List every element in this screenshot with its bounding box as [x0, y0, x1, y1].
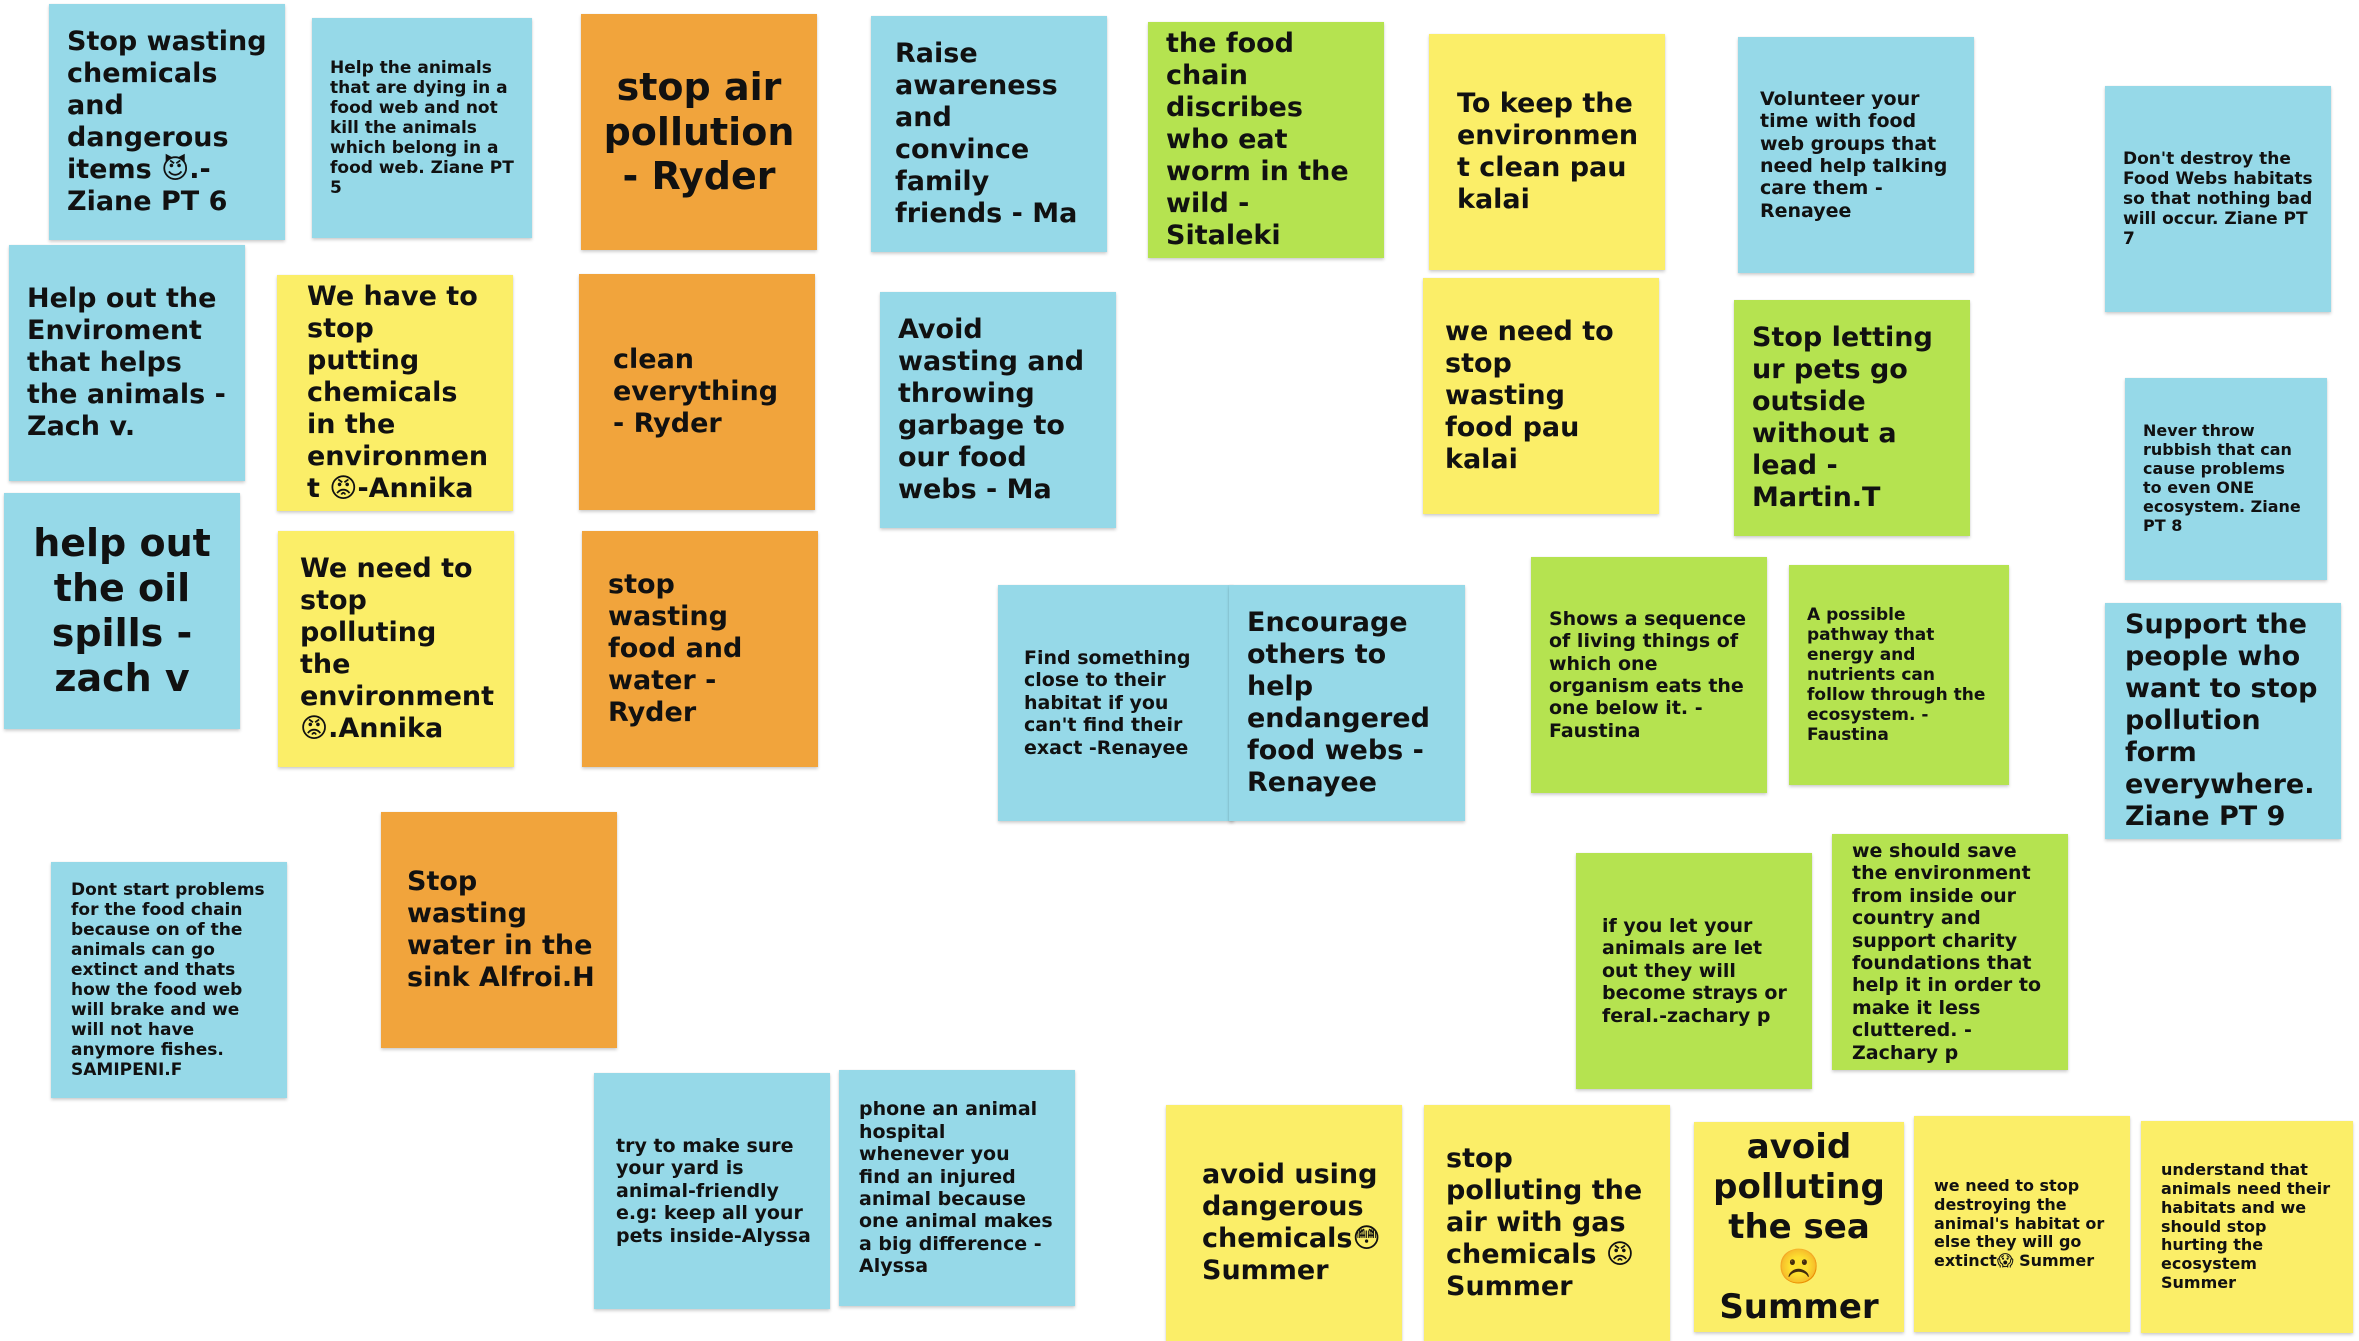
- sticky-note[interactable]: understand that animals need their habit…: [2141, 1121, 2353, 1333]
- sticky-note[interactable]: Raise awareness and convince family frie…: [871, 16, 1107, 252]
- sticky-note[interactable]: Shows a sequence of living things of whi…: [1531, 557, 1767, 793]
- sticky-note[interactable]: Volunteer your time with food web groups…: [1738, 37, 1974, 273]
- sticky-note[interactable]: Avoid wasting and throwing garbage to ou…: [880, 292, 1116, 528]
- sticky-note-text: clean everything - Ryder: [613, 344, 779, 439]
- sticky-note[interactable]: Stop wasting water in the sink Alfroi.H: [381, 812, 617, 1048]
- sticky-note[interactable]: clean everything - Ryder: [579, 274, 815, 510]
- sticky-note-text: the food chain discribes who eat worm in…: [1166, 28, 1349, 251]
- sticky-note[interactable]: Stop letting ur pets go outside without …: [1734, 300, 1970, 536]
- sticky-note-text: try to make sure your yard is animal-fri…: [616, 1134, 811, 1247]
- sticky-note[interactable]: Help out the Enviroment that helps the a…: [9, 245, 245, 481]
- sticky-note[interactable]: if you let your animals are let out they…: [1576, 853, 1812, 1089]
- sticky-note[interactable]: stop polluting the air with gas chemical…: [1424, 1105, 1670, 1341]
- sticky-note-text: stop polluting the air with gas chemical…: [1446, 1143, 1643, 1302]
- sticky-note[interactable]: Stop wasting chemicals and dangerous ite…: [49, 4, 285, 240]
- sticky-note-text: Avoid wasting and throwing garbage to ou…: [898, 314, 1085, 505]
- sticky-note-text: We need to stop polluting the environmen…: [300, 553, 495, 744]
- sticky-note[interactable]: A possible pathway that energy and nutri…: [1789, 565, 2009, 785]
- sticky-note[interactable]: stop wasting food and water - Ryder: [582, 531, 818, 767]
- sticky-note[interactable]: To keep the environment clean pau kalai: [1429, 34, 1665, 270]
- sticky-note-text: we should save the environment from insi…: [1852, 839, 2042, 1064]
- sticky-note[interactable]: help out the oil spills - zach v: [4, 493, 240, 729]
- sticky-note-text: Encourage others to help endangered food…: [1247, 607, 1430, 798]
- sticky-note-text: Dont start problems for the food chain b…: [71, 879, 265, 1081]
- sticky-note-text: Stop wasting chemicals and dangerous ite…: [67, 26, 267, 217]
- sticky-note-text: Support the people who want to stop poll…: [2125, 609, 2318, 832]
- sticky-note[interactable]: try to make sure your yard is animal-fri…: [594, 1073, 830, 1309]
- sticky-note[interactable]: We have to stop putting chemicals in the…: [277, 275, 513, 511]
- sticky-note[interactable]: Help the animals that are dying in a foo…: [312, 18, 532, 238]
- sticky-note-text: Find something close to their habitat if…: [1024, 646, 1191, 759]
- sticky-note[interactable]: phone an animal hospital whenever you fi…: [839, 1070, 1075, 1306]
- sticky-note-text: Help the animals that are dying in a foo…: [330, 57, 514, 199]
- sticky-note-text: Stop wasting water in the sink Alfroi.H: [407, 866, 595, 993]
- sticky-note-text: Don't destroy the Food Webs habitats so …: [2123, 148, 2313, 250]
- sticky-note[interactable]: Find something close to their habitat if…: [998, 585, 1234, 821]
- sticky-note[interactable]: Don't destroy the Food Webs habitats so …: [2105, 86, 2331, 312]
- sticky-note-text: we need to stop wasting food pau kalai: [1445, 316, 1614, 475]
- sticky-note-text: Help out the Enviroment that helps the a…: [27, 283, 226, 442]
- sticky-note[interactable]: avoid using dangerous chemicals😳 Summer: [1166, 1105, 1402, 1341]
- sticky-note-text: if you let your animals are let out they…: [1602, 914, 1787, 1027]
- sticky-note[interactable]: we need to stop wasting food pau kalai: [1423, 278, 1659, 514]
- sticky-note-text: To keep the environment clean pau kalai: [1457, 88, 1639, 215]
- sticky-note[interactable]: Support the people who want to stop poll…: [2105, 603, 2341, 839]
- sticky-note-text: stop wasting food and water - Ryder: [608, 569, 743, 728]
- sticky-note[interactable]: stop air pollution - Ryder: [581, 14, 817, 250]
- sticky-note-text: avoid polluting the sea ☹️ Summer: [1713, 1126, 1885, 1328]
- sticky-note[interactable]: avoid polluting the sea ☹️ Summer: [1694, 1122, 1904, 1332]
- sticky-note-text: understand that animals need their habit…: [2161, 1159, 2331, 1293]
- sticky-note-text: we need to stop destroying the animal's …: [1934, 1175, 2105, 1271]
- sticky-note-text: Shows a sequence of living things of whi…: [1549, 607, 1747, 742]
- sticky-note[interactable]: We need to stop polluting the environmen…: [278, 531, 514, 767]
- sticky-note[interactable]: Encourage others to help endangered food…: [1229, 585, 1465, 821]
- sticky-note-text: stop air pollution - Ryder: [603, 64, 795, 199]
- sticky-note[interactable]: Never throw rubbish that can cause probl…: [2125, 378, 2327, 580]
- sticky-note-text: avoid using dangerous chemicals😳 Summer: [1202, 1159, 1381, 1286]
- sticky-note-text: A possible pathway that energy and nutri…: [1807, 604, 1986, 746]
- sticky-note-text: Never throw rubbish that can cause probl…: [2143, 421, 2301, 535]
- sticky-note[interactable]: the food chain discribes who eat worm in…: [1148, 22, 1384, 258]
- sticky-note-text: help out the oil spills - zach v: [33, 521, 211, 700]
- sticky-note[interactable]: Dont start problems for the food chain b…: [51, 862, 287, 1098]
- sticky-note-text: Volunteer your time with food web groups…: [1760, 87, 1948, 222]
- sticky-note[interactable]: we need to stop destroying the animal's …: [1914, 1116, 2130, 1332]
- sticky-note-text: phone an animal hospital whenever you fi…: [859, 1098, 1053, 1278]
- sticky-note-text: We have to stop putting chemicals in the…: [307, 281, 489, 504]
- sticky-note[interactable]: we should save the environment from insi…: [1832, 834, 2068, 1070]
- sticky-note-text: Stop letting ur pets go outside without …: [1752, 322, 1933, 513]
- sticky-note-text: Raise awareness and convince family frie…: [895, 38, 1078, 229]
